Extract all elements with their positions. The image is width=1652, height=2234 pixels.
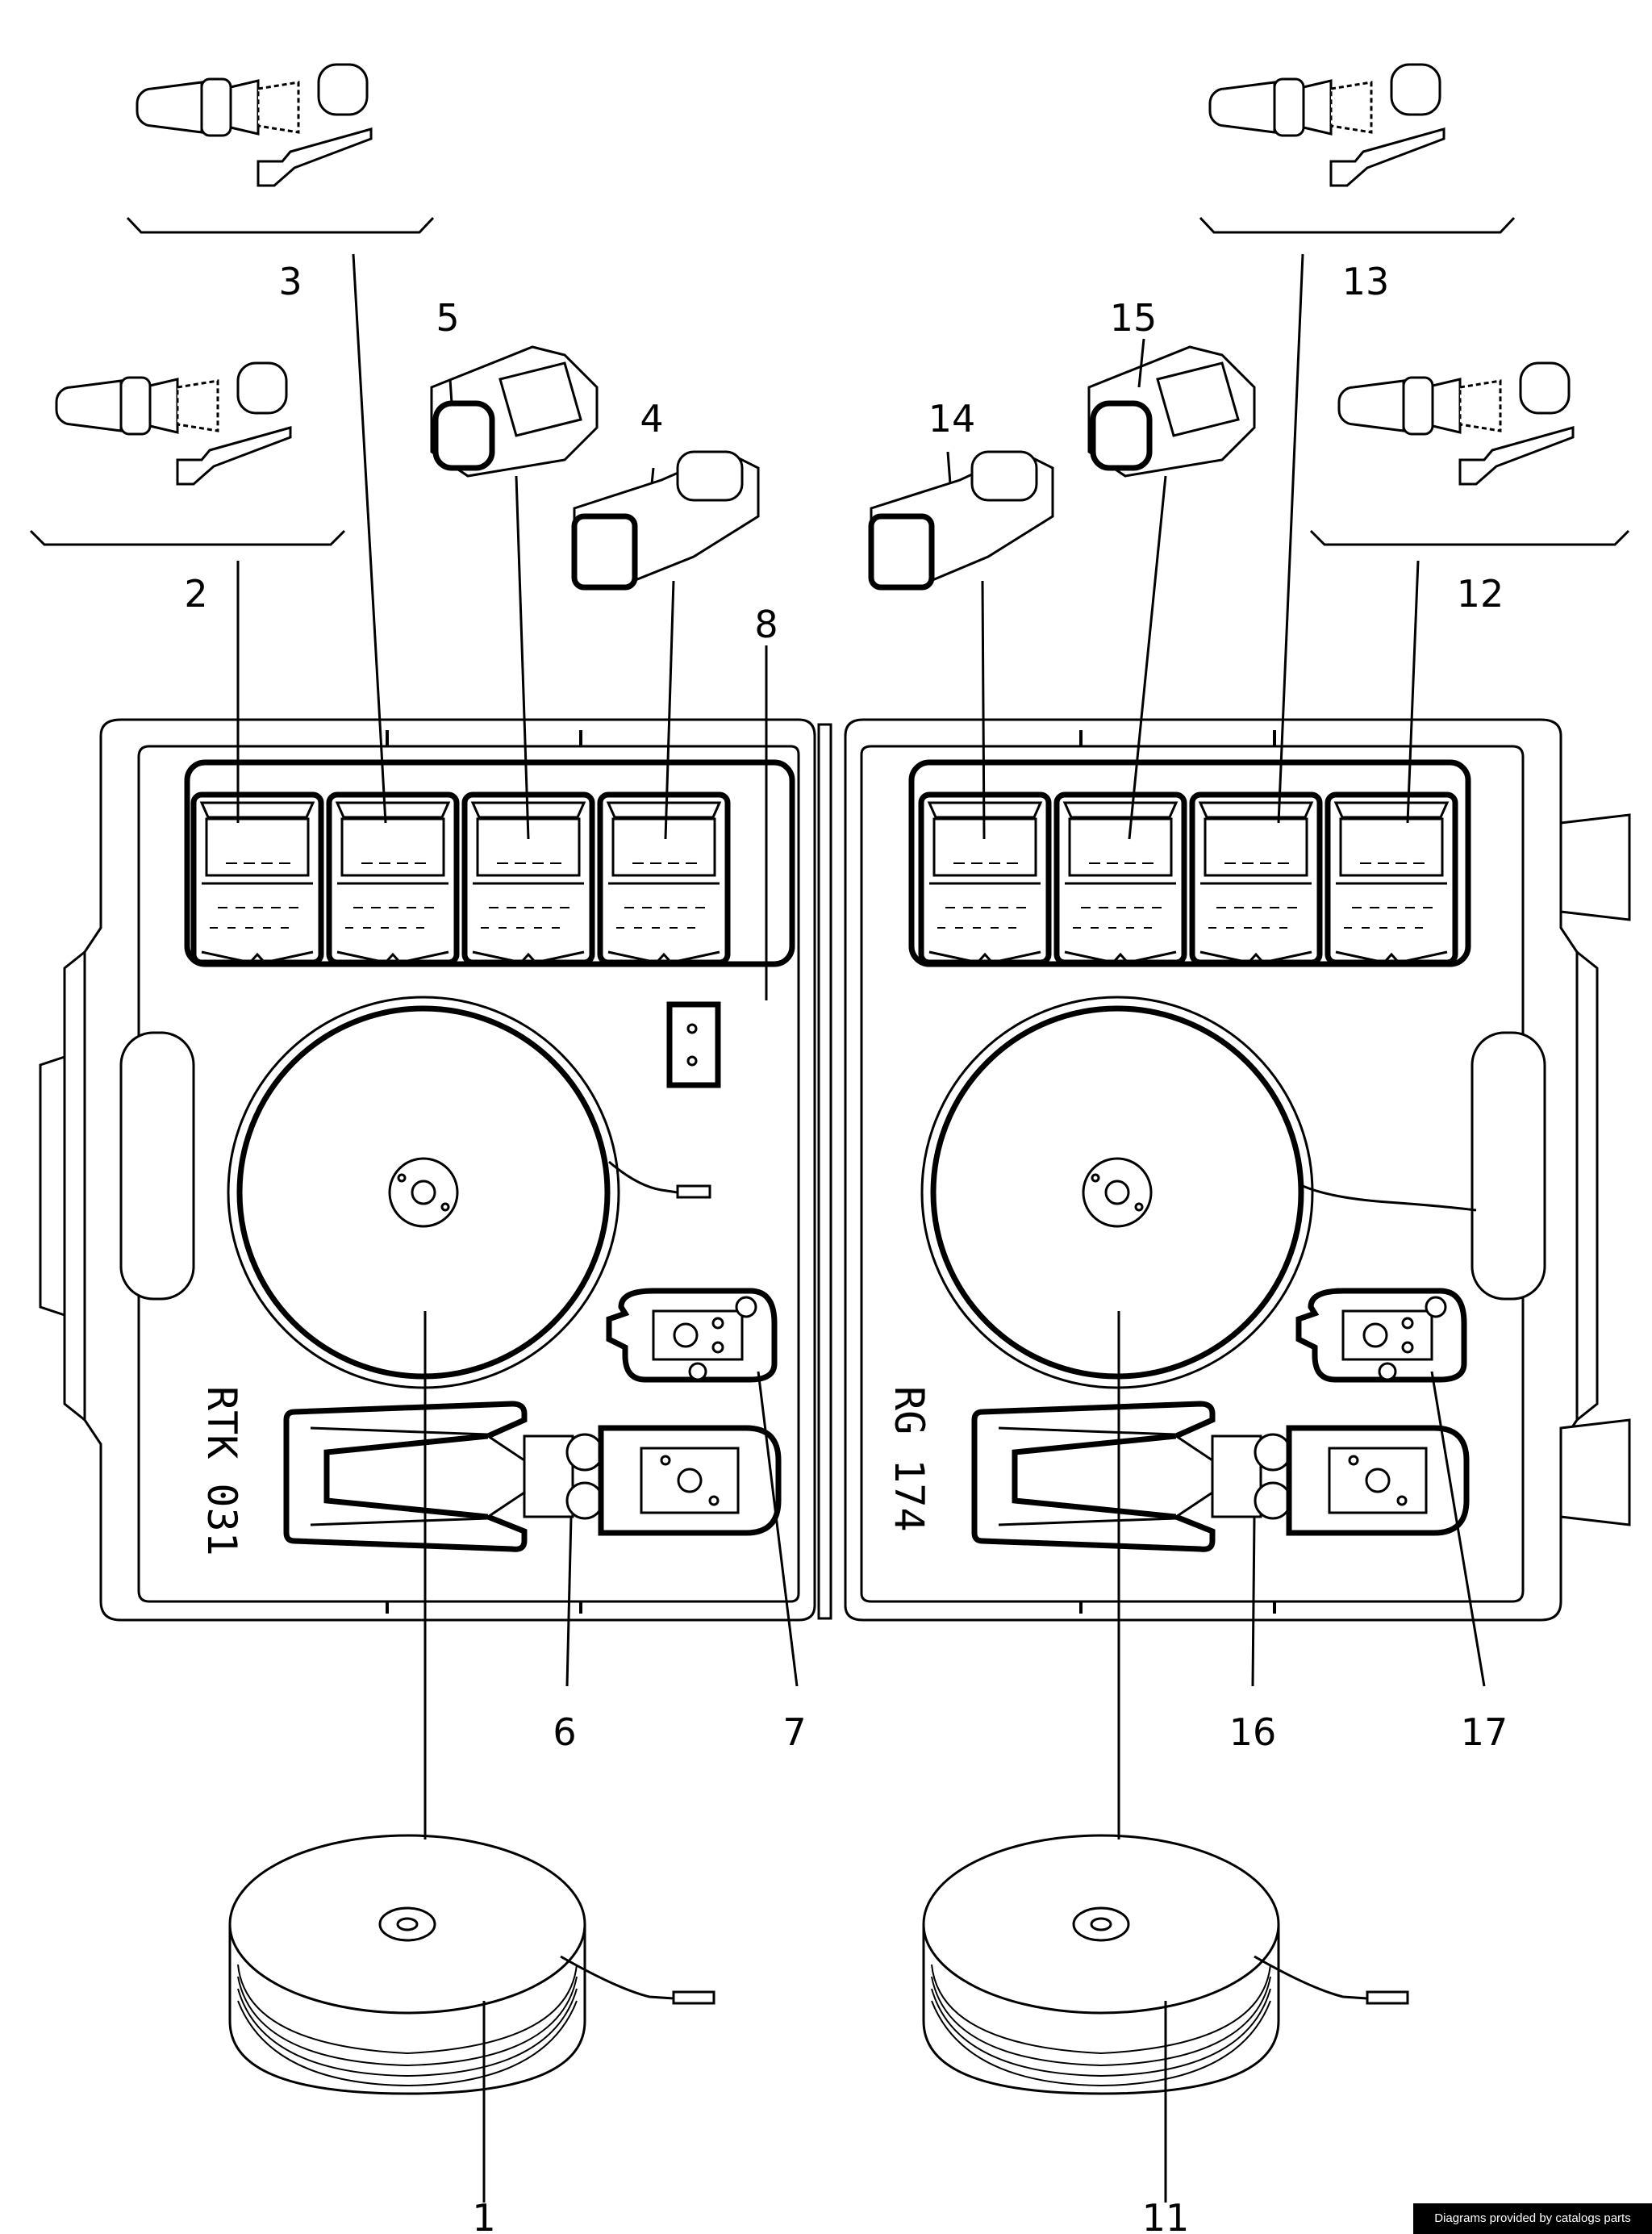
part-12-pin-set — [1309, 361, 1630, 546]
callout-5: 5 — [436, 296, 459, 340]
part-5-housing — [430, 345, 599, 478]
case-label-right: RG 174 — [886, 1386, 932, 1532]
part-14-housing — [868, 450, 1054, 591]
callout-6: 6 — [553, 1710, 576, 1754]
part-7-tool — [609, 1291, 774, 1380]
part-8-clip — [666, 1001, 721, 1088]
part-3-pin-set — [126, 63, 435, 234]
right-case: RG 174 — [844, 718, 1631, 1622]
callout-16: 16 — [1229, 1710, 1277, 1754]
callout-8: 8 — [754, 603, 778, 646]
callout-4: 4 — [640, 397, 663, 441]
callout-2: 2 — [184, 572, 207, 616]
callout-14: 14 — [928, 397, 976, 441]
credit-label: Diagrams provided by catalogs parts — [1413, 2203, 1652, 2234]
part-13-pin-set — [1199, 63, 1516, 234]
leader-lines — [236, 253, 1486, 2203]
callout-13: 13 — [1342, 260, 1390, 303]
callout-11: 11 — [1142, 2196, 1190, 2234]
part-2-pin-set — [29, 361, 346, 546]
callout-15: 15 — [1110, 296, 1158, 340]
callout-12: 12 — [1457, 572, 1504, 616]
callout-7: 7 — [782, 1710, 806, 1754]
callouts: 1 2 3 4 5 6 7 8 11 12 13 14 15 16 17 — [184, 260, 1508, 2234]
part-4-housing — [571, 450, 760, 591]
callout-3: 3 — [278, 260, 302, 303]
part-1-spool — [228, 1834, 715, 2095]
part-15-housing — [1087, 345, 1256, 478]
case-label-left: RTK 031 — [198, 1386, 245, 1556]
part-17-tool — [1299, 1291, 1464, 1380]
callout-17: 17 — [1461, 1710, 1508, 1754]
callout-1: 1 — [472, 2196, 495, 2234]
left-case: RTK 031 — [39, 718, 816, 1622]
